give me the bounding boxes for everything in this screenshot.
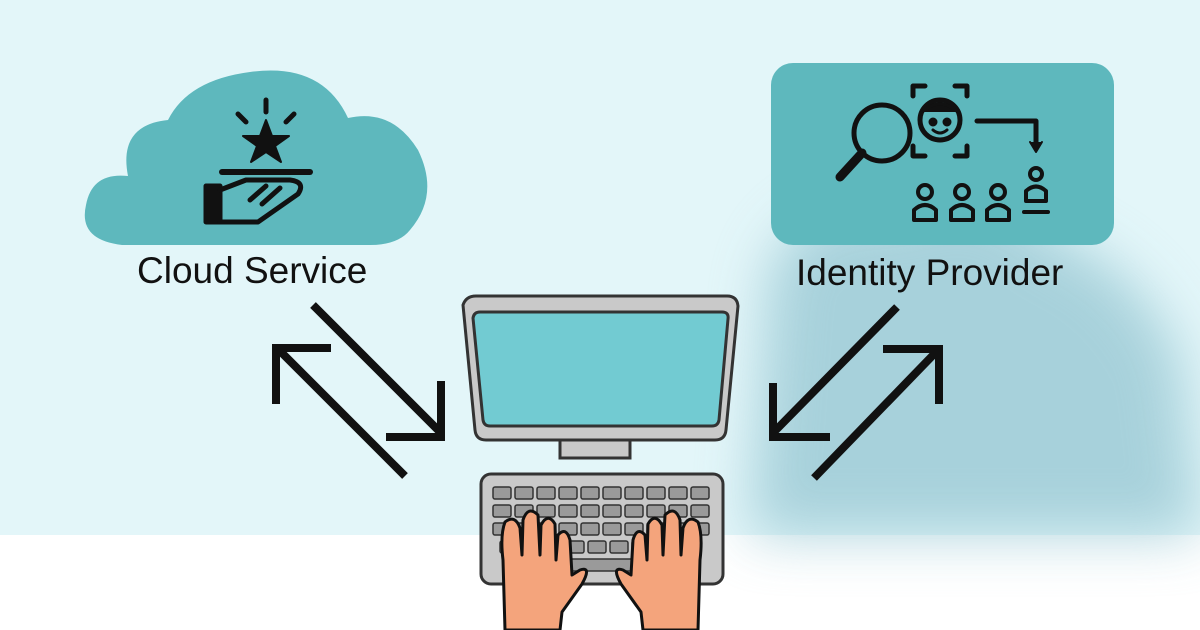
arrow-to-identity-provider bbox=[811, 347, 941, 481]
keyboard-key bbox=[646, 504, 666, 518]
right-arrows bbox=[769, 304, 943, 481]
keyboard-key bbox=[580, 504, 600, 518]
keyboard-key bbox=[668, 486, 688, 500]
keyboard-key bbox=[602, 522, 622, 536]
keyboard-key bbox=[536, 486, 556, 500]
arrow-to-cloud-service bbox=[274, 345, 408, 479]
face-search-users-icon bbox=[835, 83, 1050, 222]
keyboard-key bbox=[492, 504, 512, 518]
keyboard-key bbox=[580, 486, 600, 500]
arrow-to-computer-right bbox=[770, 304, 900, 436]
left-arrows bbox=[272, 302, 445, 479]
keyboard-key bbox=[558, 486, 578, 500]
hand-star-icon bbox=[203, 97, 313, 225]
keyboard-key bbox=[492, 486, 512, 500]
arrow-to-computer-left bbox=[310, 302, 444, 436]
background-haze bbox=[750, 190, 1200, 535]
keyboard-key bbox=[690, 504, 710, 518]
identity-panel bbox=[771, 63, 1114, 245]
keyboard-key bbox=[514, 486, 534, 500]
hands-icon bbox=[500, 509, 703, 630]
keyboard-key bbox=[558, 504, 578, 518]
keyboard-key bbox=[580, 522, 600, 536]
keyboard-key bbox=[624, 504, 644, 518]
keyboard-key bbox=[536, 504, 556, 518]
keyboard-key bbox=[624, 486, 644, 500]
keyboard-key bbox=[602, 504, 622, 518]
keyboard-key bbox=[690, 486, 710, 500]
monitor-icon bbox=[461, 294, 740, 460]
keyboard-key bbox=[646, 486, 666, 500]
identity-provider-label: Identity Provider bbox=[796, 252, 1064, 293]
keyboard-key bbox=[587, 540, 607, 554]
keyboard-key bbox=[602, 486, 622, 500]
keyboard-key bbox=[609, 540, 629, 554]
cloud-service-label: Cloud Service bbox=[137, 250, 368, 291]
